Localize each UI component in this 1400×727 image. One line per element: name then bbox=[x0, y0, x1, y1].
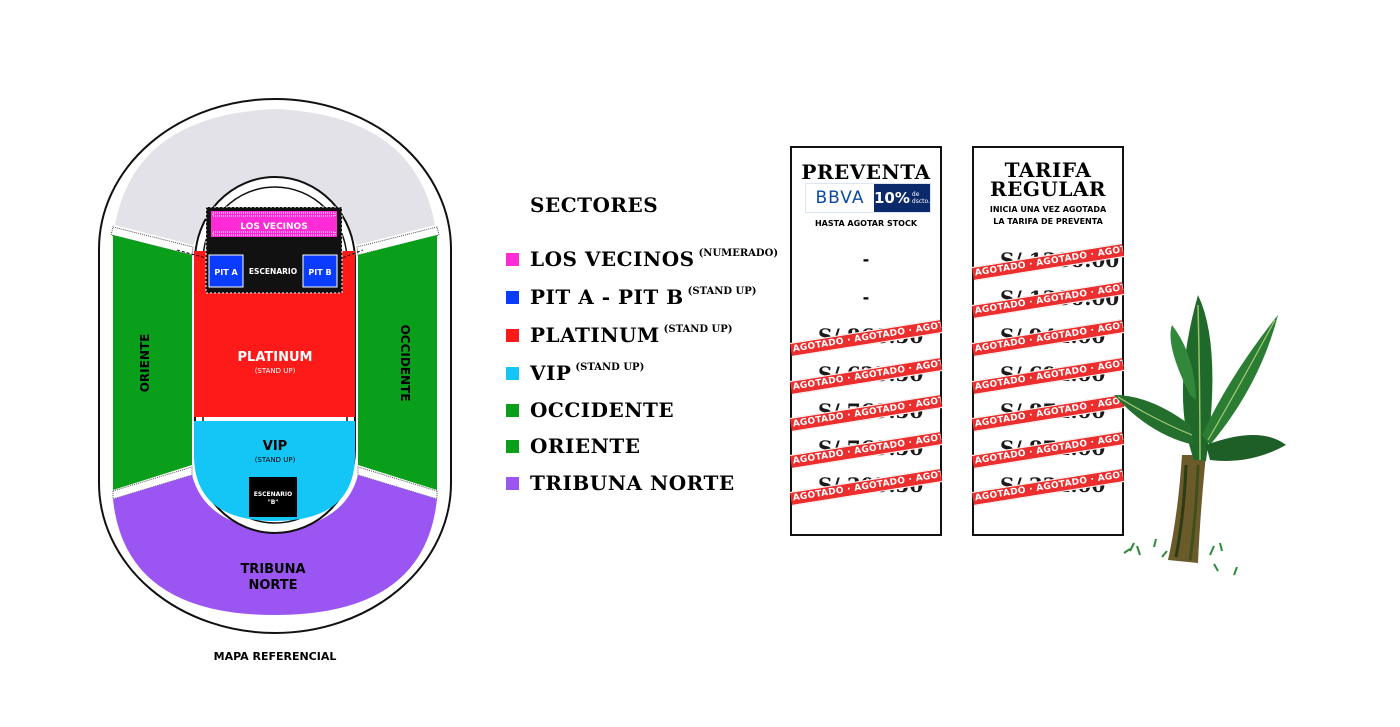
legend-item-name: ORIENTE bbox=[530, 434, 641, 458]
bbva-discount-badge: BBVA 10% de dscto. bbox=[805, 183, 931, 213]
banana-plant-illustration bbox=[1114, 295, 1286, 576]
price-cell: S/ 769.50AGOTADO · AGOTADO · AGOTADO · A… bbox=[789, 431, 943, 469]
regular-title-1: TARIFA bbox=[1004, 158, 1092, 182]
discount-value: 10% bbox=[874, 189, 910, 207]
price-cell: S/ 1380.00AGOTADO · AGOTADO · AGOTADO · … bbox=[971, 243, 1125, 281]
regular-subtitle-2: LA TARIFA DE PREVENTA bbox=[993, 217, 1103, 226]
price-cell: S/ 305.50AGOTADO · AGOTADO · AGOTADO · A… bbox=[789, 468, 943, 506]
discount-note: de dscto. bbox=[911, 191, 930, 205]
label-los-vecinos: LOS VECINOS bbox=[240, 222, 307, 232]
label-platinum: PLATINUM bbox=[238, 350, 313, 365]
legend-item-name: PIT A - PIT B bbox=[530, 285, 684, 309]
label-escenario: ESCENARIO bbox=[249, 267, 297, 276]
label-vip-note: (STAND UP) bbox=[255, 456, 296, 464]
legend-swatch bbox=[506, 252, 519, 266]
legend-item: ORIENTE bbox=[506, 434, 641, 458]
price-cell: S/ 874.00AGOTADO · AGOTADO · AGOTADO · A… bbox=[971, 431, 1125, 469]
label-escenario-b-2: "B" bbox=[268, 499, 279, 506]
legend-swatch bbox=[506, 366, 519, 380]
discount-badge: 10% de dscto. bbox=[874, 184, 930, 212]
sector-pit-a[interactable] bbox=[208, 254, 244, 288]
preventa-price-box: PREVENTA BBVA 10% de dscto. HASTA AGOTAR… bbox=[789, 146, 943, 536]
legend-item: PIT A - PIT B(STAND UP) bbox=[506, 285, 757, 309]
sector-vip[interactable] bbox=[194, 421, 355, 521]
plant-trunk bbox=[1168, 455, 1206, 563]
legend-item-note: (STAND UP) bbox=[663, 324, 733, 335]
preventa-title: PREVENTA bbox=[801, 160, 931, 184]
price-cell: S/ 769.50AGOTADO · AGOTADO · AGOTADO · A… bbox=[789, 394, 943, 432]
label-vip: VIP bbox=[263, 439, 287, 454]
legend-item-name: PLATINUM bbox=[530, 323, 660, 347]
stadium-map: ORIENTE OCCIDENTE PLATINUM (STAND UP) VI… bbox=[98, 98, 452, 634]
escenario-b bbox=[249, 477, 297, 517]
legend-swatch bbox=[506, 290, 519, 304]
legend-swatch bbox=[506, 476, 519, 490]
price-cell: S/ 334.00AGOTADO · AGOTADO · AGOTADO · A… bbox=[971, 468, 1125, 506]
price-empty: - bbox=[862, 288, 870, 307]
label-pit-b: PIT B bbox=[308, 268, 331, 277]
label-tribuna-2: NORTE bbox=[248, 578, 297, 593]
label-occidente: OCCIDENTE bbox=[398, 325, 412, 402]
sector-pit-b[interactable] bbox=[302, 254, 338, 288]
price-cell: S/ 868.50AGOTADO · AGOTADO · AGOTADO · A… bbox=[789, 319, 943, 357]
price-cell: S/ 625.50AGOTADO · AGOTADO · AGOTADO · A… bbox=[789, 357, 943, 395]
sector-oriente[interactable] bbox=[113, 235, 192, 490]
legend-item-name: TRIBUNA NORTE bbox=[530, 471, 735, 495]
legend-item: LOS VECINOS(NUMERADO) bbox=[506, 247, 778, 271]
price-cell: S/ 1380.00AGOTADO · AGOTADO · AGOTADO · … bbox=[971, 281, 1125, 319]
legend-item: VIP(STAND UP) bbox=[506, 361, 644, 385]
preventa-subtitle: HASTA AGOTAR STOCK bbox=[814, 219, 918, 228]
regular-price-box: TARIFA REGULAR INICIA UNA VEZ AGOTADA LA… bbox=[971, 146, 1125, 536]
price-cell: S/ 874.00AGOTADO · AGOTADO · AGOTADO · A… bbox=[971, 394, 1125, 432]
plant-leaves bbox=[1114, 295, 1286, 461]
label-platinum-note: (STAND UP) bbox=[255, 367, 296, 375]
label-tribuna-1: TRIBUNA bbox=[240, 562, 305, 577]
label-escenario-b-1: ESCENARIO bbox=[254, 491, 293, 498]
legend-item-note: (STAND UP) bbox=[687, 286, 757, 297]
price-cell: S/ 694.00AGOTADO · AGOTADO · AGOTADO · A… bbox=[971, 357, 1125, 395]
legend-item: PLATINUM(STAND UP) bbox=[506, 323, 733, 347]
label-pit-a: PIT A bbox=[214, 268, 238, 277]
regular-title-2: REGULAR bbox=[989, 177, 1107, 201]
price-empty: - bbox=[862, 250, 870, 269]
legend-item: TRIBUNA NORTE bbox=[506, 471, 735, 495]
map-caption: MAPA REFERENCIAL bbox=[213, 650, 337, 663]
sector-los-vecinos[interactable] bbox=[211, 211, 337, 237]
legend-item-note: (STAND UP) bbox=[575, 362, 645, 373]
sector-tribuna-norte[interactable] bbox=[113, 475, 437, 615]
regular-subtitle-1: INICIA UNA VEZ AGOTADA bbox=[989, 205, 1107, 214]
legend-item-name: OCCIDENTE bbox=[530, 398, 675, 422]
sectors-title: SECTORES bbox=[530, 193, 659, 217]
legend-item-name: VIP bbox=[530, 361, 572, 385]
legend-swatch bbox=[506, 403, 519, 417]
legend-item-name: LOS VECINOS bbox=[530, 247, 695, 271]
legend-item: OCCIDENTE bbox=[506, 398, 674, 422]
legend-item-note: (NUMERADO) bbox=[698, 248, 779, 259]
price-cell: - bbox=[792, 286, 940, 310]
legend-swatch bbox=[506, 328, 519, 342]
sector-occidente[interactable] bbox=[358, 235, 437, 490]
legend-swatch bbox=[506, 439, 519, 453]
price-cell: S/ 944.00AGOTADO · AGOTADO · AGOTADO · A… bbox=[971, 319, 1125, 357]
plant-grass bbox=[1123, 538, 1238, 576]
bbva-logo: BBVA bbox=[815, 188, 865, 208]
price-cell: - bbox=[792, 248, 940, 272]
label-oriente: ORIENTE bbox=[138, 334, 152, 393]
